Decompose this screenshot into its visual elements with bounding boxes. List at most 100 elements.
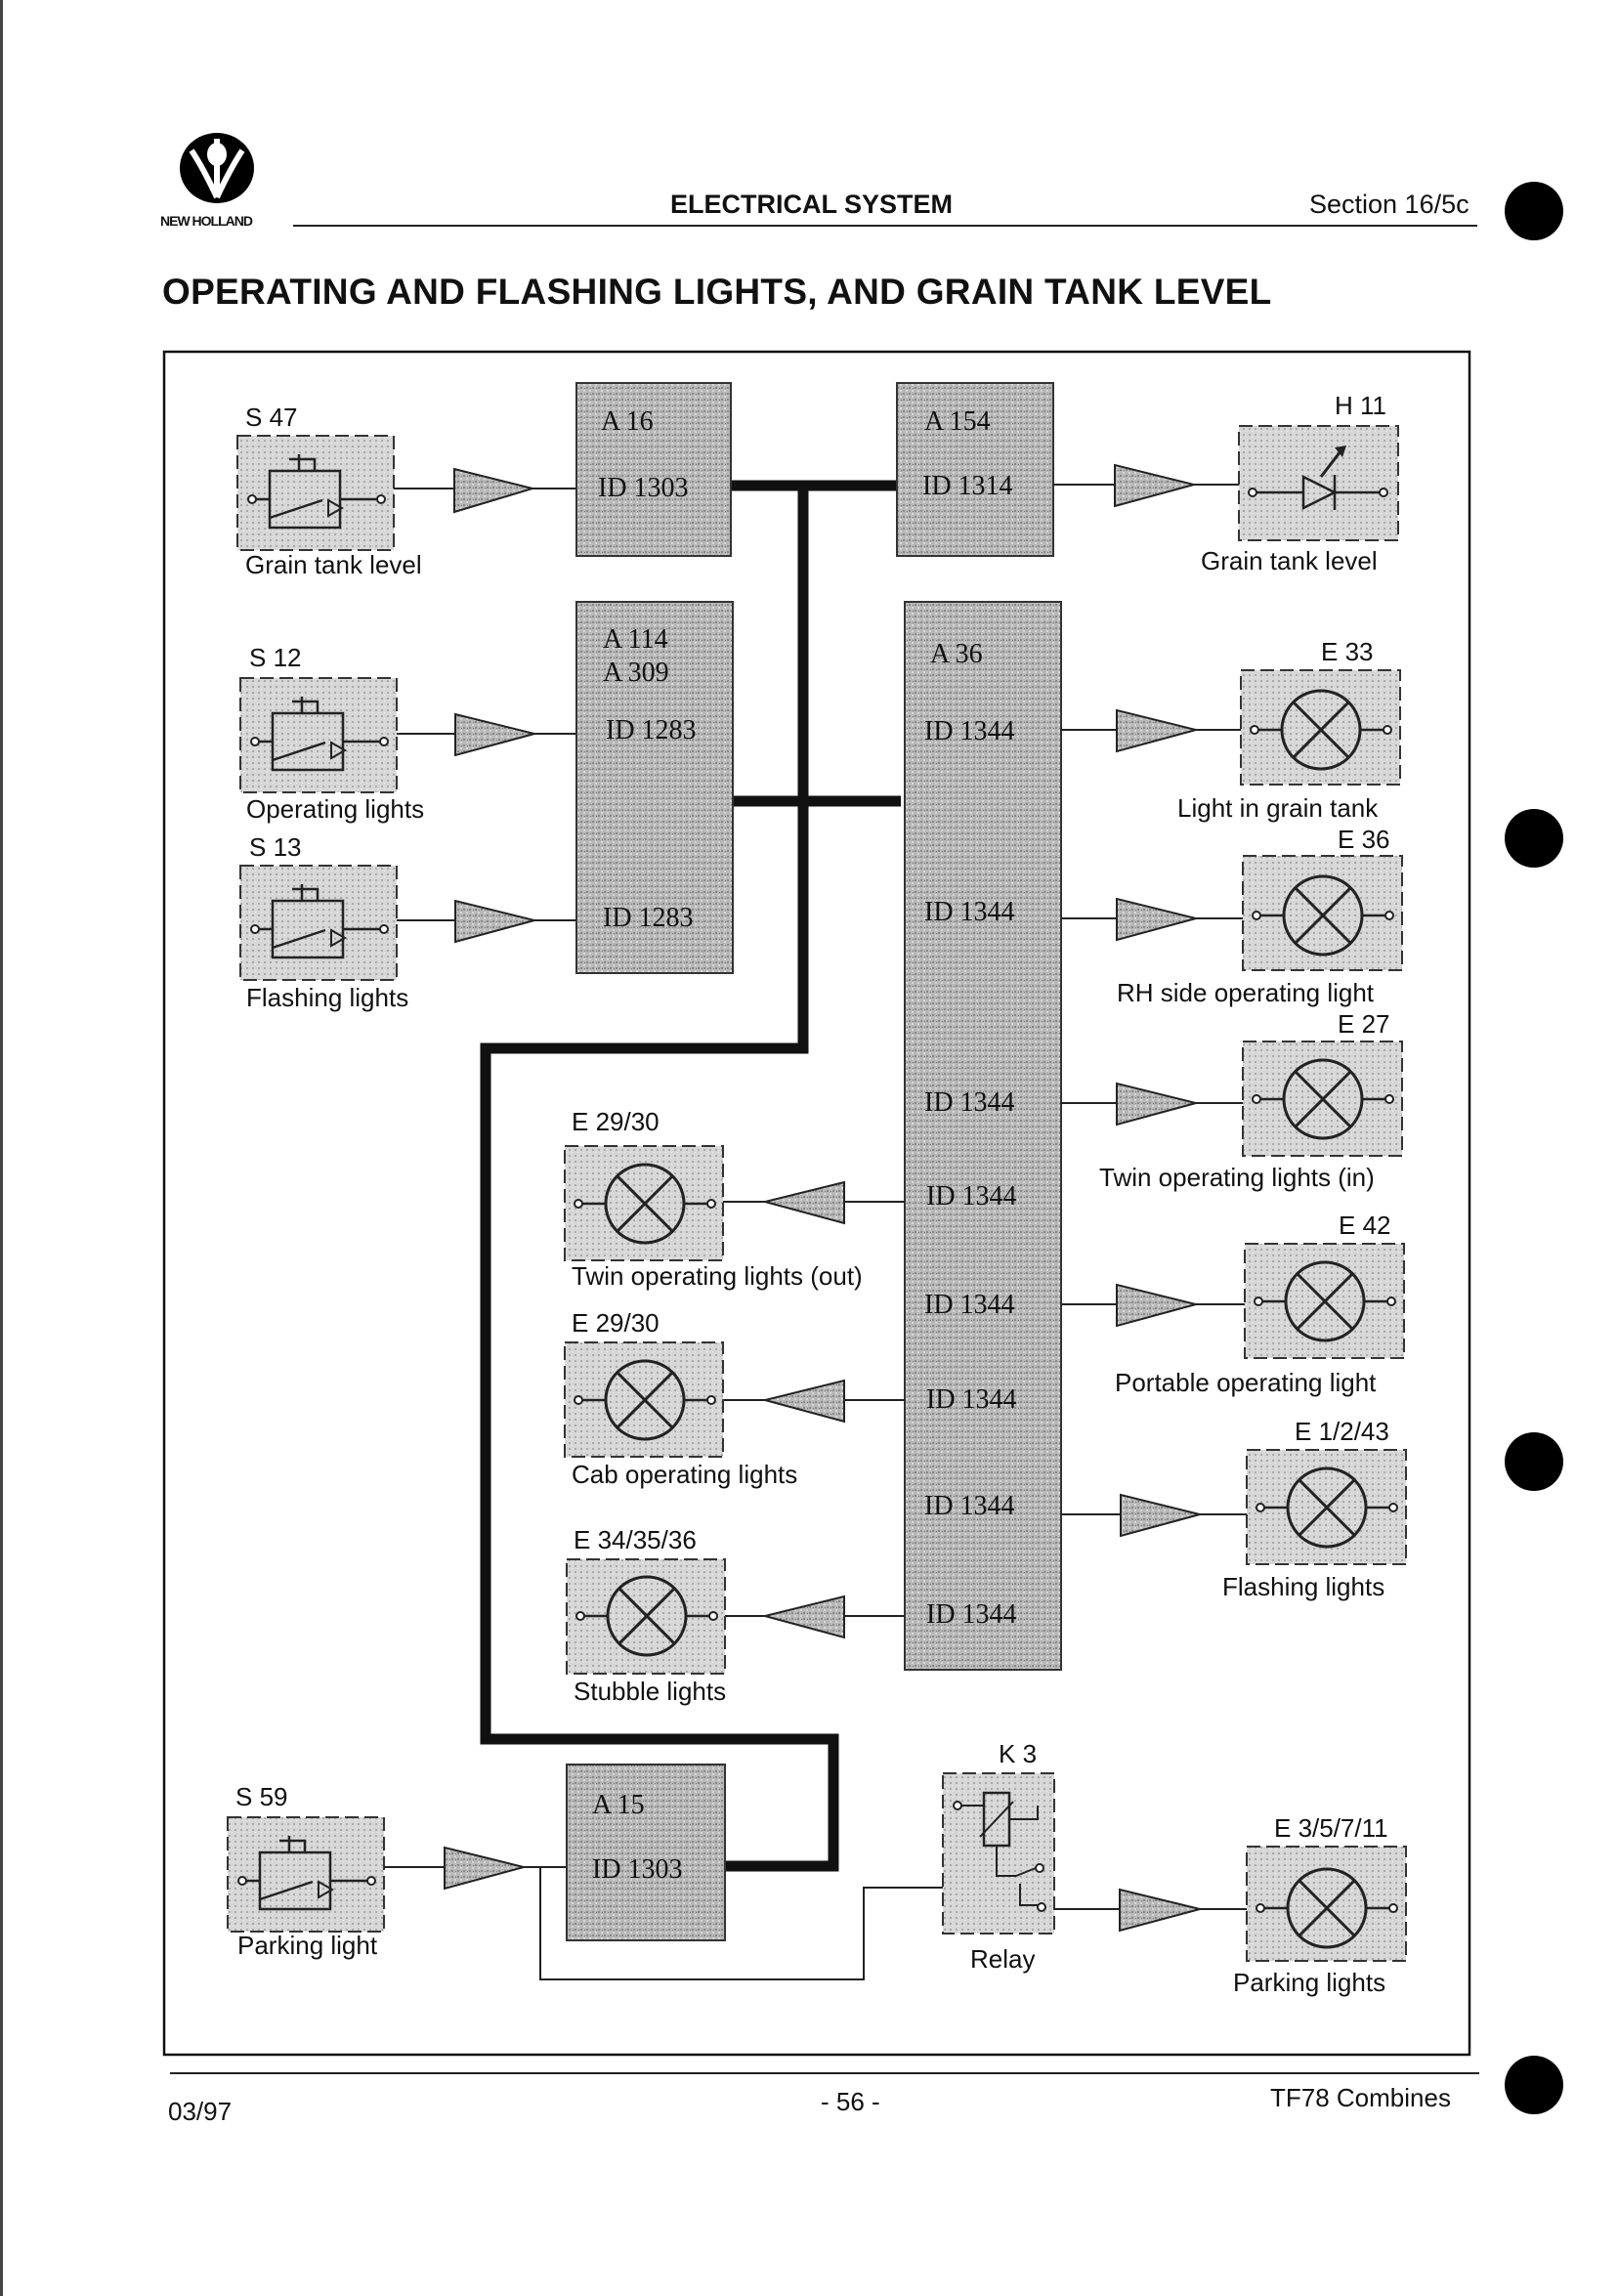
e343536-label: Stubble lights [574, 1677, 726, 1706]
lamp-e343536-connection [725, 1594, 905, 1639]
module-a16 [575, 382, 732, 557]
lamp-e36-connection [1061, 897, 1243, 942]
s59-code: S 59 [235, 1782, 288, 1811]
s59-label: Parking light [237, 1931, 378, 1960]
a16-name: A 16 [601, 406, 654, 437]
s47-label: Grain tank level [245, 550, 422, 579]
a154-id: ID 1314 [922, 471, 1013, 501]
e36-code: E 36 [1338, 825, 1390, 854]
e343536-code: E 34/35/36 [574, 1525, 697, 1554]
a114-id2: ID 1283 [603, 903, 694, 933]
page-title: OPERATING AND FLASHING LIGHTS, AND GRAIN… [162, 272, 1272, 312]
a36-id2: ID 1344 [924, 897, 1015, 927]
lamp-e35711-connection [1054, 1888, 1247, 1933]
e1243-label: Flashing lights [1222, 1572, 1384, 1601]
k3-code: K 3 [999, 1739, 1037, 1768]
a36-id7: ID 1344 [924, 1491, 1015, 1521]
a36-id8: ID 1344 [926, 1599, 1017, 1630]
lamp-e2930b-connection [723, 1379, 905, 1424]
module-a15 [566, 1764, 726, 1941]
switch-s59 [227, 1816, 385, 1933]
diagram-frame [162, 350, 1471, 2057]
a114-id1: ID 1283 [606, 715, 697, 745]
data-bus [480, 480, 901, 1872]
e35711-label: Parking lights [1233, 1968, 1385, 1997]
binder-hole [1505, 182, 1563, 240]
a36-id3: ID 1344 [924, 1087, 1015, 1118]
lamp-e33 [1240, 669, 1401, 786]
switch-s13 [239, 865, 398, 981]
lamp-e27 [1242, 1041, 1403, 1157]
h11-label: Grain tank level [1201, 546, 1378, 575]
lamp-e42-connection [1061, 1283, 1245, 1328]
e33-label: Light in grain tank [1177, 793, 1379, 823]
lamp-e33-connection [1061, 708, 1241, 753]
footer-date: 03/97 [168, 2097, 233, 2126]
footer-rule [170, 2072, 1479, 2074]
h11-code: H 11 [1335, 391, 1386, 420]
switch-s12 [239, 677, 398, 793]
a36-id1: ID 1344 [924, 716, 1015, 746]
k3-label: Relay [970, 1944, 1035, 1974]
scan-edge [0, 0, 3, 2296]
s12-label: Operating lights [246, 794, 424, 824]
a114-name: A 114 [603, 624, 668, 655]
lamp-e2930b [564, 1341, 724, 1458]
module-a154 [896, 382, 1054, 557]
e2930b-label: Cab operating lights [572, 1460, 797, 1489]
s59-connection [384, 1846, 943, 1980]
binder-hole [1505, 1432, 1563, 1491]
footer-page: - 56 - [821, 2087, 880, 2116]
lamp-e35711 [1246, 1846, 1407, 1962]
e2930a-code: E 29/30 [572, 1107, 660, 1136]
e27-code: E 27 [1338, 1009, 1390, 1039]
module-a36 [904, 601, 1062, 1671]
brand-logo [164, 129, 291, 227]
indicator-h11 [1238, 425, 1399, 541]
a16-id: ID 1303 [598, 473, 689, 503]
e2930b-code: E 29/30 [572, 1308, 660, 1338]
e42-label: Portable operating light [1115, 1368, 1377, 1397]
s47-connection [394, 467, 576, 514]
s13-connection [397, 899, 576, 944]
lamp-e27-connection [1061, 1082, 1243, 1127]
lamp-e343536 [566, 1558, 726, 1675]
lamp-e42 [1244, 1243, 1405, 1359]
switch-s47 [236, 435, 395, 551]
a36-id4: ID 1344 [926, 1181, 1017, 1212]
a36-id6: ID 1344 [926, 1384, 1017, 1415]
module-a114 [575, 601, 734, 974]
binder-hole [1505, 809, 1563, 868]
s13-code: S 13 [249, 832, 302, 862]
e27-label: Twin operating lights (in) [1099, 1163, 1375, 1192]
a36-id5: ID 1344 [924, 1290, 1015, 1320]
a15-name: A 15 [592, 1790, 645, 1820]
header-title: ELECTRICAL SYSTEM [670, 190, 954, 219]
brand-name: NEW HOLLAND [160, 213, 253, 229]
h11-connection [1053, 463, 1239, 508]
binder-hole [1505, 2056, 1563, 2114]
e33-code: E 33 [1321, 637, 1374, 666]
a154-name: A 154 [924, 406, 991, 437]
s47-code: S 47 [245, 403, 298, 432]
lamp-e2930a [564, 1145, 724, 1261]
s13-label: Flashing lights [246, 983, 408, 1012]
lamp-e1243-connection [1061, 1493, 1247, 1538]
a309-name: A 309 [603, 658, 669, 688]
e36-label: RH side operating light [1117, 978, 1375, 1007]
a36-name: A 36 [930, 639, 983, 669]
e42-code: E 42 [1339, 1211, 1391, 1240]
e1243-code: E 1/2/43 [1295, 1417, 1389, 1446]
a15-id: ID 1303 [592, 1854, 683, 1885]
s12-code: S 12 [249, 643, 302, 672]
e2930a-label: Twin operating lights (out) [572, 1261, 863, 1291]
lamp-e1243 [1246, 1449, 1407, 1565]
brand-logo-mark [180, 133, 254, 203]
footer-product: TF78 Combines [1270, 2083, 1451, 2112]
relay-k3 [942, 1772, 1055, 1935]
lamp-e36 [1242, 855, 1403, 971]
header-section: Section 16/5c [1309, 190, 1469, 219]
s12-connection [397, 712, 576, 757]
lamp-e2930a-connection [723, 1180, 905, 1225]
